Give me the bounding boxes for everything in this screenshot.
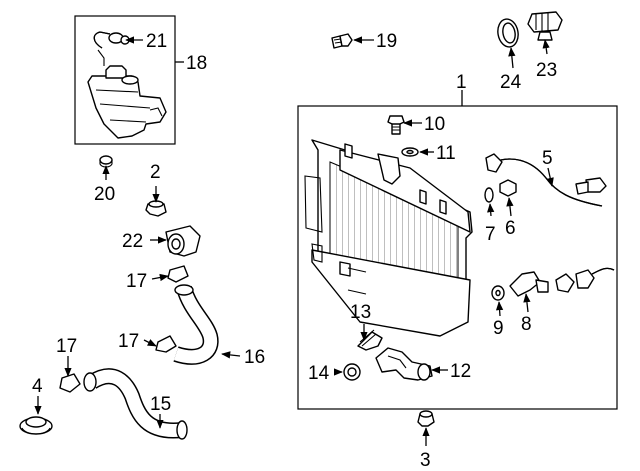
callout-22: 22 xyxy=(122,231,143,252)
lower-hose-part-15[interactable] xyxy=(83,368,188,440)
clamp-part-17-left[interactable] xyxy=(59,373,81,393)
callout-8: 8 xyxy=(521,314,532,335)
callout-17-upper: 17 xyxy=(126,271,147,292)
callout-17-middle: 17 xyxy=(118,331,139,352)
callout-1: 1 xyxy=(456,72,467,93)
callout-20: 20 xyxy=(94,184,115,205)
seal-ring-part-24[interactable] xyxy=(496,17,521,48)
radiator-group-frame xyxy=(297,105,618,410)
callout-16: 16 xyxy=(244,347,265,368)
drain-cock-part-13[interactable] xyxy=(357,329,383,351)
callout-17-left: 17 xyxy=(56,336,77,357)
callout-19: 19 xyxy=(376,31,397,52)
clamp-part-17-upper[interactable] xyxy=(167,265,189,283)
radiator-core[interactable] xyxy=(304,139,473,337)
sensor-part-23[interactable] xyxy=(527,11,563,41)
outlet-pipe-part-12[interactable] xyxy=(375,347,433,381)
callout-2: 2 xyxy=(150,162,161,183)
reservoir-hose-and-cap[interactable] xyxy=(93,31,130,66)
leader-lines xyxy=(34,36,554,446)
callout-18: 18 xyxy=(186,53,207,74)
washer-part-9[interactable] xyxy=(491,285,505,301)
grommet-part-2[interactable] xyxy=(145,200,167,217)
callout-24: 24 xyxy=(500,72,522,93)
bolt-part-19[interactable] xyxy=(331,33,353,49)
callout-11: 11 xyxy=(436,143,456,164)
cooler-line-part-5[interactable] xyxy=(485,153,607,207)
water-outlet-part-22[interactable] xyxy=(165,225,201,257)
reservoir-group-frame xyxy=(74,15,176,145)
clip-part-20[interactable] xyxy=(99,155,113,168)
grommet-part-3[interactable] xyxy=(417,410,435,427)
callout-6: 6 xyxy=(505,218,516,239)
seal-part-14[interactable] xyxy=(343,363,361,381)
radiator-cap-part-4[interactable] xyxy=(19,416,53,435)
upper-hose-part-16[interactable] xyxy=(173,284,219,365)
callout-3: 3 xyxy=(420,450,431,471)
callout-10: 10 xyxy=(424,114,445,135)
fitting-part-6[interactable] xyxy=(499,179,517,197)
clamp-part-17-middle[interactable] xyxy=(155,335,177,353)
callout-5: 5 xyxy=(542,148,553,169)
callout-9: 9 xyxy=(493,318,504,339)
callout-15: 15 xyxy=(150,394,171,415)
washer-part-11[interactable] xyxy=(401,147,419,157)
callout-13: 13 xyxy=(350,302,371,323)
callout-7: 7 xyxy=(485,224,496,245)
fitting-part-8[interactable] xyxy=(509,271,549,297)
cooler-hose-fittings[interactable] xyxy=(555,267,615,293)
drain-plug-part-10[interactable] xyxy=(387,115,405,135)
callout-21: 21 xyxy=(146,31,167,52)
washer-part-7[interactable] xyxy=(484,187,494,203)
callout-12: 12 xyxy=(450,361,471,382)
callout-labels: 1 2 3 4 5 6 7 8 9 10 11 12 13 14 15 16 1… xyxy=(32,31,557,471)
callout-4: 4 xyxy=(32,376,43,397)
callout-14: 14 xyxy=(308,363,330,384)
callout-23: 23 xyxy=(536,60,557,81)
coolant-reservoir[interactable] xyxy=(87,65,167,139)
